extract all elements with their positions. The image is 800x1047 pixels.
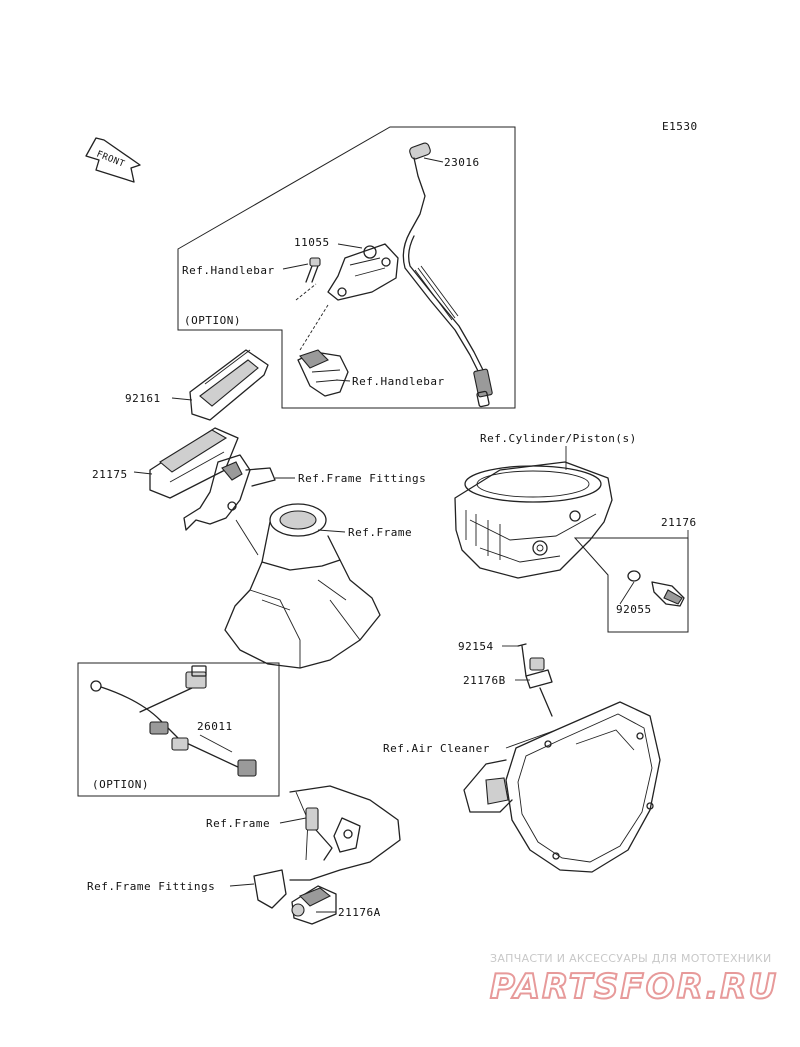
label-ref-frame-2: Ref.Frame (206, 817, 270, 830)
label-92055: 92055 (616, 603, 652, 616)
label-ref-handlebar-1: Ref.Handlebar (182, 264, 275, 277)
frame-upper (224, 503, 381, 669)
part-21176B-sensor (525, 657, 553, 717)
ecu-bracket (183, 454, 276, 531)
cylinder-block (454, 461, 613, 579)
label-21176B: 21176B (463, 674, 506, 687)
leader-lines (133, 157, 689, 913)
option-box-sensor (573, 537, 689, 633)
watermark-subtitle: ЗАПЧАСТИ И АКСЕССУАРЫ ДЛЯ МОТОТЕХНИКИ (490, 952, 772, 965)
option-box-harness (77, 662, 280, 797)
diagram-code: E1530 (662, 120, 698, 133)
label-92161: 92161 (125, 392, 161, 405)
label-ref-frame-fittings-2: Ref.Frame Fittings (87, 880, 215, 893)
part-92154-bolt (517, 643, 527, 677)
label-ref-cylinder-piston: Ref.Cylinder/Piston(s) (480, 432, 637, 445)
label-11055: 11055 (294, 236, 330, 249)
air-cleaner-housing (463, 701, 661, 873)
label-ref-frame-fittings-1: Ref.Frame Fittings (298, 472, 426, 485)
label-92154: 92154 (458, 640, 494, 653)
part-21175-ecu (149, 427, 239, 499)
label-21175: 21175 (92, 468, 128, 481)
option-box-top (177, 126, 516, 409)
watermark: ЗАПЧАСТИ И АКСЕССУАРЫ ДЛЯ МОТОТЕХНИКИ PA… (489, 952, 778, 1008)
frame-lower (289, 785, 401, 881)
part-11055-bracket (327, 243, 399, 301)
label-ref-handlebar-2: Ref.Handlebar (352, 375, 445, 388)
part-21176A-sensor (253, 869, 337, 925)
label-21176: 21176 (661, 516, 697, 529)
watermark-brand: PARTSFOR.RU (490, 967, 778, 1007)
label-23016: 23016 (444, 156, 480, 169)
label-ref-frame-1: Ref.Frame (348, 526, 412, 539)
bolt-icon (305, 257, 321, 283)
handlebar-clamp (297, 349, 349, 397)
label-21176A: 21176A (338, 906, 381, 919)
label-option-1: (OPTION) (184, 314, 241, 327)
part-92161-cover (189, 349, 269, 421)
front-arrow-icon: FRONT (85, 137, 141, 183)
part-26011-harness (90, 665, 257, 777)
part-23016-cable (402, 142, 493, 408)
label-ref-air-cleaner: Ref.Air Cleaner (383, 742, 490, 755)
label-option-2: (OPTION) (92, 778, 149, 791)
label-26011: 26011 (197, 720, 233, 733)
part-21176-temp-sensor (627, 570, 685, 607)
